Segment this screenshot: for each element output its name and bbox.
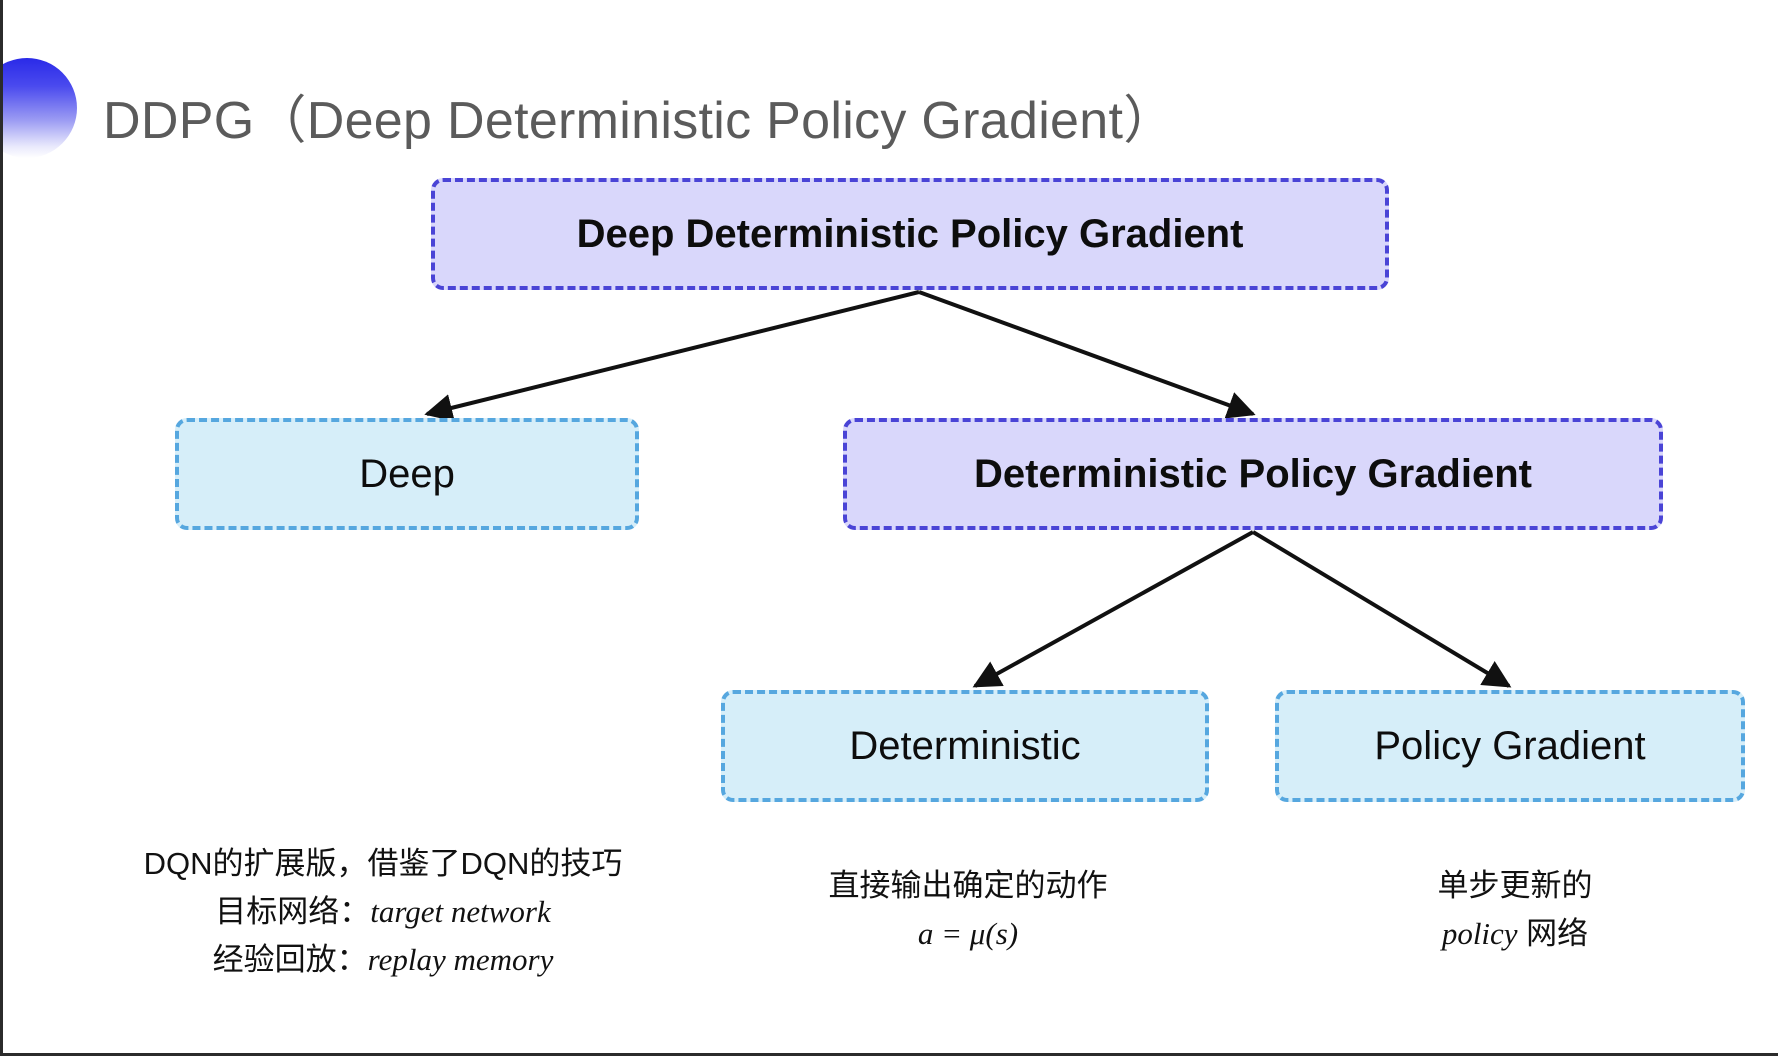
- title-bullet-decoration-icon: [3, 58, 77, 158]
- arrow-root-to-deep: [424, 290, 920, 422]
- arrow-dpg-to-deterministic: [972, 530, 1254, 688]
- caption-deep-line3-label: 经验回放：: [212, 942, 368, 978]
- caption-policy-gradient: 单步更新的 policy 网络: [1335, 862, 1695, 958]
- node-deep-deterministic-policy-gradient[interactable]: Deep Deterministic Policy Gradient: [431, 178, 1389, 290]
- caption-deterministic-formula: a = μ(s): [917, 916, 1019, 952]
- arrow-dpg-to-policy-gradient: [1251, 530, 1512, 688]
- caption-deep-line3-term: replay memory: [367, 942, 554, 978]
- caption-deep-line2-term: target network: [370, 894, 551, 930]
- node-deep[interactable]: Deep: [175, 418, 639, 530]
- caption-policy-gradient-term: policy: [1441, 916, 1518, 952]
- caption-deep: DQN的扩展版，借鉴了DQN的技巧 目标网络：target network 经验…: [63, 840, 703, 984]
- caption-deep-line1: DQN的扩展版，借鉴了DQN的技巧: [143, 846, 623, 881]
- caption-deterministic: 直接输出确定的动作 a = μ(s): [763, 862, 1173, 958]
- caption-policy-gradient-line1: 单步更新的: [1437, 868, 1593, 903]
- node-deterministic-policy-gradient[interactable]: Deterministic Policy Gradient: [843, 418, 1663, 530]
- caption-deterministic-line1: 直接输出确定的动作: [828, 868, 1108, 903]
- node-deterministic[interactable]: Deterministic: [721, 690, 1209, 802]
- caption-deep-line2-label: 目标网络：: [215, 894, 371, 930]
- caption-policy-gradient-line2-label: 网络: [1517, 916, 1589, 952]
- arrow-root-to-dpg: [918, 290, 1256, 419]
- node-policy-gradient[interactable]: Policy Gradient: [1275, 690, 1745, 802]
- page-title: DDPG（Deep Deterministic Policy Gradient）: [103, 92, 1176, 150]
